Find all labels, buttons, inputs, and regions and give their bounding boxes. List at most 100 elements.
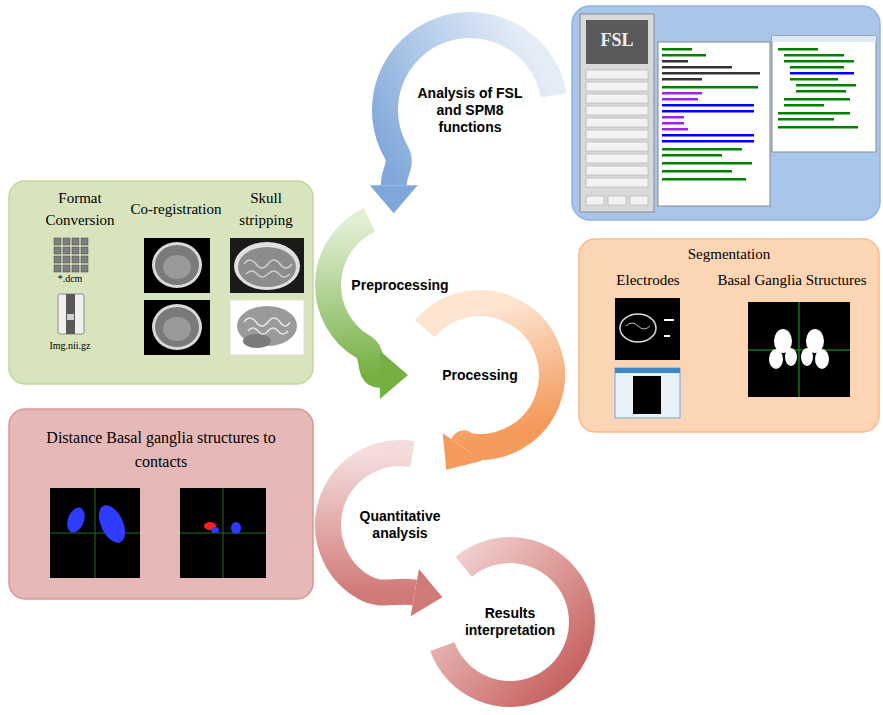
editor-window: [784, 104, 824, 107]
panel-illustration: [63, 238, 70, 245]
editor-window: [778, 126, 858, 129]
code-window: [662, 154, 722, 157]
process-panel: Format ConversionCo-registrationSkull st…: [8, 180, 314, 385]
fsl-window: [608, 196, 626, 205]
panel-illustration: [243, 334, 271, 348]
panel-illustration: [72, 238, 79, 245]
fsl-window: [586, 70, 648, 79]
fsl-window: [586, 118, 648, 127]
fsl-window: [586, 94, 648, 103]
code-window: [662, 98, 698, 101]
editor-window: [772, 36, 876, 152]
fsl-window: [586, 130, 648, 139]
panel-illustration: [615, 298, 850, 418]
text-holder: Basal Ganglia Structures: [707, 270, 877, 290]
results-arc: [442, 550, 582, 694]
panel-illustration: [748, 302, 850, 397]
panel-caption: Skull stripping: [226, 187, 306, 231]
text-holder: Distance Basal ganglia structures to con…: [21, 426, 301, 474]
panel-illustration: [54, 265, 61, 272]
editor-window: [796, 84, 856, 87]
panel-illustration: [144, 238, 210, 293]
panel-illustration: [81, 265, 88, 272]
panel-caption: Basal Ganglia Structures: [707, 270, 877, 290]
fsl-window: [586, 154, 648, 163]
code-window: [662, 60, 688, 63]
panel-illustration: [94, 501, 131, 547]
panel-illustration: [211, 527, 219, 533]
code-window: [662, 104, 754, 107]
panel-illustration: [81, 238, 88, 245]
editor-window: [778, 48, 818, 51]
panel-illustration: [163, 317, 191, 341]
panel-illustration: [180, 488, 266, 578]
text-holder: Skull stripping: [226, 187, 306, 231]
panel-illustration: [66, 294, 75, 334]
panel-illustration: [163, 255, 191, 279]
text-holder: FSL: [586, 29, 648, 51]
panel-illustration: [155, 307, 199, 347]
panel-heading: Distance Basal ganglia structures to con…: [21, 426, 301, 474]
panel-caption: *.dcm: [40, 273, 100, 285]
panel-illustration: [230, 238, 304, 293]
panel-illustration: [54, 247, 61, 254]
code-window: [662, 128, 688, 131]
panel-illustration: [815, 349, 829, 369]
panel-illustration: [664, 319, 674, 321]
panel-illustration: [231, 522, 241, 534]
panel-illustration: [785, 348, 797, 366]
editor-window: [784, 60, 854, 63]
panel-caption: Co-registration: [126, 198, 226, 220]
curved-arrow: [425, 303, 552, 470]
code-window: [658, 42, 770, 206]
panel-illustration: [801, 348, 813, 366]
panel-illustration: [81, 256, 88, 263]
code-window: [662, 162, 752, 165]
fsl-window: [630, 196, 648, 205]
code-window: [662, 54, 706, 57]
code-window: [662, 48, 692, 51]
text-holder: Co-registration: [126, 198, 226, 220]
panel-background: [9, 181, 313, 384]
fsl-window: [586, 82, 648, 91]
panel-illustration: [54, 238, 304, 355]
panel-illustration: [615, 298, 680, 360]
text-holder: Format Conversion: [35, 187, 125, 231]
panel-illustration: [155, 245, 199, 285]
code-window: [662, 110, 754, 113]
code-window: [662, 140, 754, 143]
panel-illustration: [234, 242, 300, 290]
stage-title: Quantitative analysis: [348, 508, 453, 542]
panel-illustration: [63, 247, 70, 254]
arrow-band: [425, 303, 552, 447]
editor-window: [796, 90, 846, 93]
fsl-window: [586, 166, 648, 175]
panel-illustration: [620, 314, 656, 342]
panel-illustration: [626, 323, 650, 329]
text-holder: *.dcm: [40, 273, 100, 285]
panel-illustration: [180, 533, 266, 534]
software-panel: [572, 6, 880, 220]
code-window: [662, 86, 758, 89]
process-panel: Distance Basal ganglia structures to con…: [8, 408, 314, 600]
code-window: [662, 178, 746, 181]
code-window: [658, 42, 770, 206]
panel-illustration: [50, 488, 266, 578]
code-window: [662, 148, 742, 151]
panel-illustration: [664, 335, 670, 337]
code-window: [662, 122, 684, 125]
panel-illustration: [81, 247, 88, 254]
panel-illustration: [244, 260, 292, 277]
stage-title: Analysis of FSL and SPM8 functions: [410, 85, 530, 136]
panel-illustration: [63, 265, 70, 272]
editor-window: [772, 36, 876, 152]
arrow-band: [328, 220, 380, 375]
panel-background: [9, 409, 313, 599]
panel-illustration: [152, 242, 202, 288]
editor-window: [778, 112, 850, 115]
stage-title: Preprocessing: [351, 277, 448, 294]
panel-illustration: [230, 300, 304, 355]
panel-illustration: [50, 533, 140, 534]
fsl-window: [586, 178, 648, 187]
stage-arc-label: Quantitative analysis: [328, 453, 472, 597]
